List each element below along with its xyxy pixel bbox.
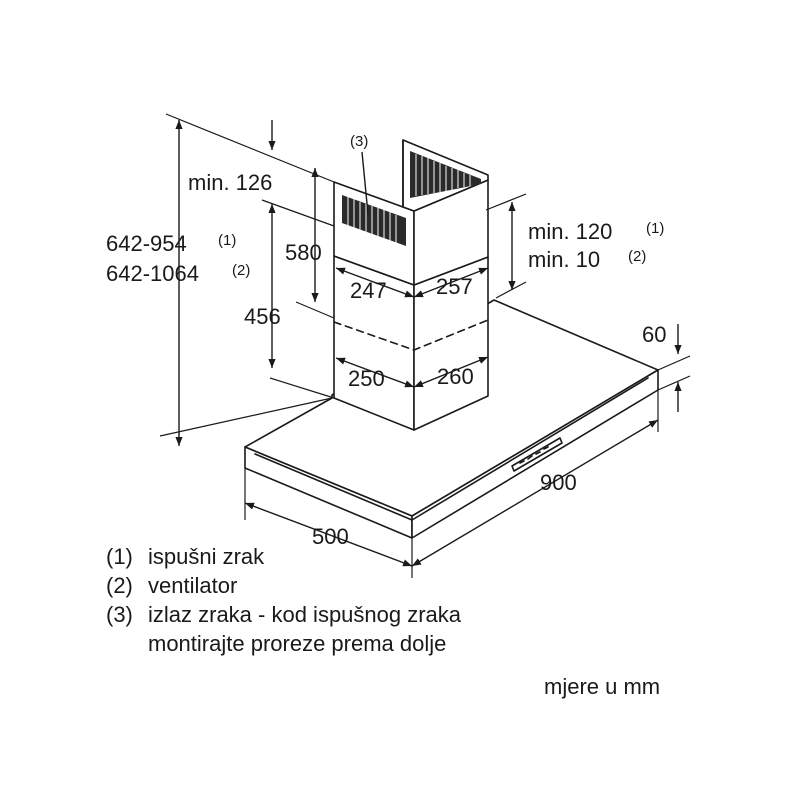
dim-height-range-1: 642-954: [106, 231, 187, 256]
legend-item-2-number: (2): [106, 573, 133, 598]
legend-item-3-number: (3): [106, 602, 133, 627]
legend-item-1-number: (1): [106, 544, 133, 569]
dim-height-range-2-note: (2): [232, 262, 250, 279]
legend-item-2-text: ventilator: [148, 573, 238, 598]
legend-item-1-text: ispušni zrak: [148, 544, 265, 569]
dim-height-range-1-note: (1): [218, 232, 236, 249]
dim-500: 500: [312, 524, 349, 549]
units-note: mjere u mm: [544, 674, 661, 699]
legend: (1) ispušni zrak (2) ventilator (3) izla…: [106, 542, 706, 658]
dim-height-range-2: 642-1064: [106, 261, 199, 286]
legend-item-3-text: izlaz zraka - kod ispušnog zraka: [148, 602, 462, 627]
callout-3-label: (3): [350, 133, 368, 150]
dim-min-10-note: (2): [628, 248, 646, 265]
dim-min-126: min. 126: [188, 170, 272, 195]
dimension-labels: min. 126 642-954 (1) 642-1064 (2) 580 45…: [106, 133, 666, 549]
vent-slot-lines: [347, 154, 471, 243]
dim-260: 260: [437, 364, 474, 389]
dim-900: 900: [540, 470, 577, 495]
dim-min-120: min. 120: [528, 219, 612, 244]
dim-580: 580: [285, 240, 322, 265]
legend-item-3: (3) izlaz zraka - kod ispušnog zraka: [106, 600, 706, 629]
dim-257: 257: [436, 274, 473, 299]
dim-min-10: min. 10: [528, 247, 600, 272]
legend-item-2: (2) ventilator: [106, 571, 706, 600]
dim-60: 60: [642, 322, 666, 347]
dim-min-120-note: (1): [646, 220, 664, 237]
legend-item-3-continuation: montirajte proreze prema dolje: [148, 631, 447, 656]
dim-250: 250: [348, 366, 385, 391]
dimension-arrows: [175, 120, 682, 567]
dim-247: 247: [350, 278, 387, 303]
legend-item-1: (1) ispušni zrak: [106, 542, 706, 571]
dim-456: 456: [244, 304, 281, 329]
